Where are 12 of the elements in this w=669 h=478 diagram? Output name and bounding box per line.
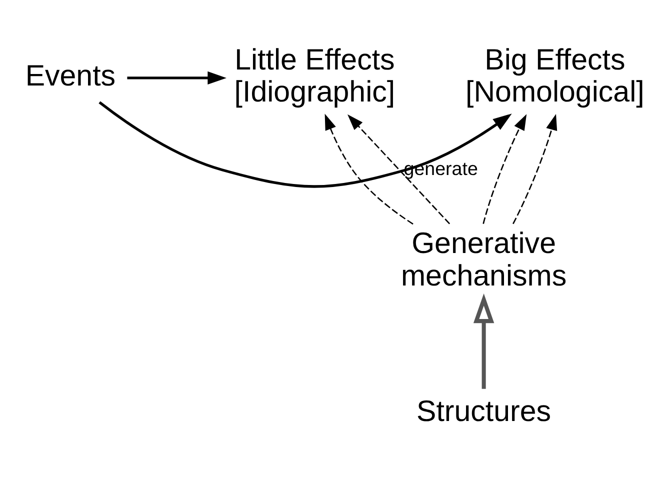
node-text: Structures <box>416 394 552 428</box>
arrow <box>473 294 494 389</box>
node-text: Events <box>25 59 116 92</box>
arrow <box>98 101 512 188</box>
node-text: Little Effects [Idiographic] <box>234 43 396 109</box>
arrow <box>324 114 414 225</box>
node-text: Big Effects [Nomological] <box>466 43 644 109</box>
arrow <box>127 71 226 85</box>
arrow <box>482 114 527 224</box>
arrow <box>348 114 450 224</box>
node-text: Generative mechanisms <box>400 227 567 292</box>
arrow <box>512 114 558 224</box>
